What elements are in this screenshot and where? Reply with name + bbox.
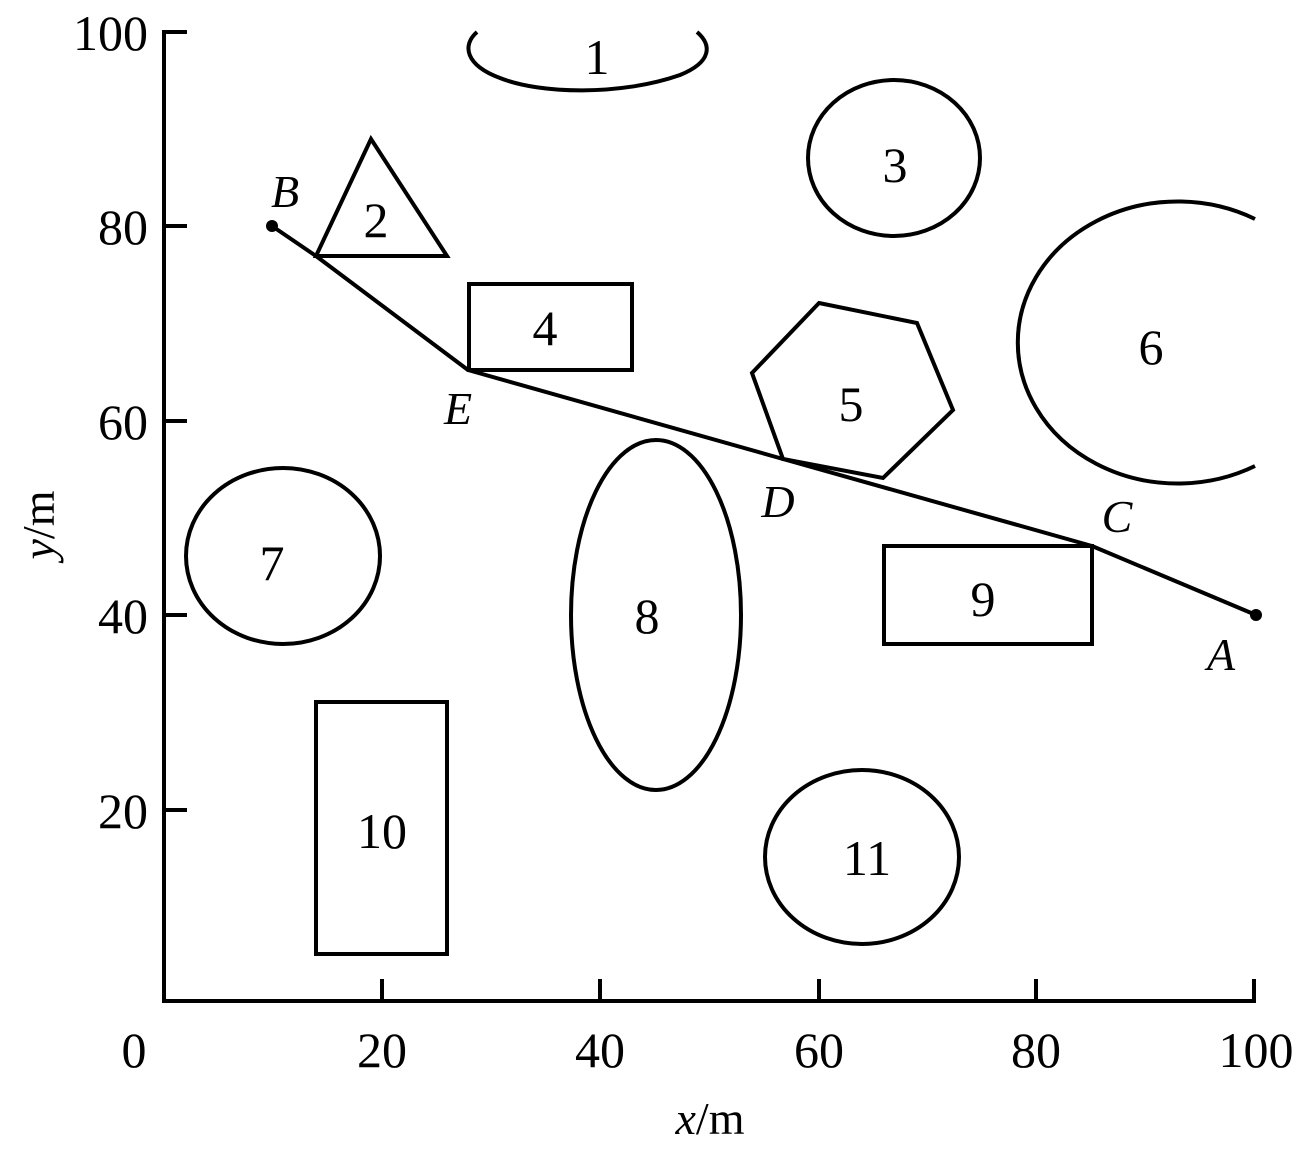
obstacle-8-label: 8 — [635, 588, 660, 644]
obstacle-1-label: 1 — [585, 29, 610, 85]
x-axis-title: x/m — [675, 1093, 745, 1144]
x-tick-label-20: 20 — [357, 1022, 407, 1078]
obstacle-4-label: 4 — [533, 300, 558, 356]
axis-lines — [162, 30, 1256, 1003]
obstacle-8-ellipse — [569, 438, 743, 792]
point-b-marker — [266, 220, 278, 232]
y-tick-label-40: 40 — [98, 588, 148, 644]
y-tick-label-20: 20 — [98, 783, 148, 839]
axes: 100 80 60 40 20 0 20 40 60 80 100 x/m y/… — [13, 5, 1294, 1144]
point-c-label: C — [1102, 491, 1134, 542]
obstacle-10-rect — [314, 700, 449, 956]
obstacle-5-hexagon — [749, 300, 956, 481]
obstacle-7-label: 7 — [260, 535, 285, 591]
y-tick-label-100: 100 — [73, 5, 148, 61]
x-tick-label-100: 100 — [1219, 1022, 1294, 1078]
obstacle-9-label: 9 — [971, 571, 996, 627]
x-axis-var: x — [675, 1093, 697, 1144]
obstacle-3-label: 3 — [883, 137, 908, 193]
obstacle-10-label: 10 — [357, 803, 407, 859]
route-polyline — [270, 224, 1257, 617]
y-axis-var: y — [13, 538, 64, 563]
obstacle-5-label: 5 — [839, 376, 864, 432]
point-e-label: E — [443, 383, 472, 434]
route: A C D E B — [266, 166, 1262, 680]
x-tick-label-40: 40 — [575, 1022, 625, 1078]
obstacle-4-rect — [467, 282, 634, 372]
obstacle-1-arc — [466, 30, 709, 93]
obstacle-2-label: 2 — [364, 192, 389, 248]
y-tick-label-80: 80 — [98, 199, 148, 255]
obstacle-9-rect — [882, 544, 1094, 646]
obstacle-11-label: 11 — [843, 830, 891, 886]
point-d-label: D — [760, 476, 794, 527]
obstacle-6-arc — [1015, 199, 1256, 486]
point-a-label: A — [1204, 629, 1236, 680]
x-tick-label-60: 60 — [794, 1022, 844, 1078]
y-tick-label-60: 60 — [98, 394, 148, 450]
x-axis-unit: /m — [696, 1093, 745, 1144]
obstacle-2-triangle — [312, 134, 451, 258]
obstacle-6-label: 6 — [1139, 319, 1164, 375]
point-a-marker — [1250, 609, 1262, 621]
point-b-label: B — [271, 166, 299, 217]
obstacle-7-ellipse — [184, 466, 382, 646]
x-tick-label-0: 0 — [122, 1022, 147, 1078]
obstacles: 1 2 3 4 5 6 7 8 9 — [184, 29, 1256, 956]
obstacle-11-ellipse — [763, 768, 961, 946]
y-axis-title: y/m — [13, 490, 64, 563]
obstacle-3-ellipse — [806, 78, 982, 238]
x-tick-label-80: 80 — [1011, 1022, 1061, 1078]
y-axis-unit: /m — [13, 490, 64, 539]
